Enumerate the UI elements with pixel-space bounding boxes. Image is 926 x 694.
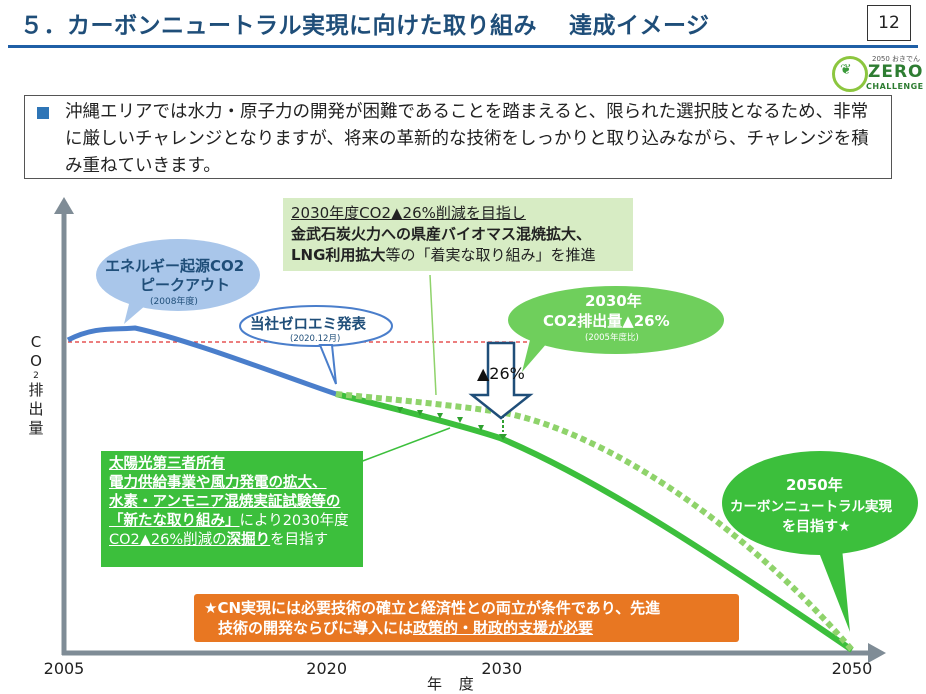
reduction-label: ▲26% <box>477 364 525 383</box>
new-initiatives-box: 太陽光第三者所有 電力供給事業や風力発電の拡大、 水素・アンモニア混焼実証試験等… <box>101 451 363 567</box>
x-tick-label: 2020 <box>306 659 347 678</box>
y-axis-label-char: O <box>30 352 42 370</box>
target-2050-goal: を目指す★ <box>782 519 851 535</box>
x-axis-label: 年 度 <box>427 675 480 693</box>
title-divider <box>8 45 918 48</box>
target-2050-bubble <box>722 451 918 555</box>
page-number: 12 <box>867 5 911 41</box>
zero-emi-date: (2020.12月) <box>290 334 341 344</box>
y-axis-label-char: C <box>30 333 42 351</box>
intro-box: 沖縄エリアでは水力・原子力の開発が困難であることを踏まえると、限られた選択肢とな… <box>24 95 892 179</box>
y-axis-arrow-icon <box>54 197 74 214</box>
box-2030-pointer <box>429 274 437 396</box>
target-2050-year: 2050年 <box>786 476 843 494</box>
zero-challenge-logo: ❦ 2050 おきでん ZERO CHALLENGE <box>830 52 923 96</box>
peak-title: エネルギー起源CO2 <box>105 257 245 275</box>
y-axis-label-char: 2 <box>33 371 39 381</box>
target-2030-text: CO2排出量▲26% <box>543 312 670 330</box>
peak-bubble <box>96 239 260 311</box>
page-title: ５．カーボンニュートラル実現に向けた取り組み 達成イメージ <box>20 13 710 39</box>
y-axis-label-char: 排 <box>28 381 44 399</box>
steady-initiatives-box: 2030年度CO2▲26%削減を目指し 金武石炭火力への県産バイオマス混焼拡大、… <box>283 198 633 271</box>
x-tick-label: 2050 <box>832 659 873 678</box>
y-axis-label-char: 量 <box>28 419 44 437</box>
emission-chart: 2005 2020 2030 2050 <box>44 197 918 678</box>
historical-emission-line <box>66 325 337 397</box>
y-axis-label-char: 出 <box>28 400 44 418</box>
target-2050-text: カーボンニュートラル実現 <box>730 499 892 515</box>
target-2030-bubble <box>508 286 724 354</box>
x-axis-arrow-icon <box>868 643 886 663</box>
leaf-icon: ❦ <box>840 62 852 78</box>
target-2030-basis: (2005年度比) <box>585 333 639 343</box>
peak-year: (2008年度) <box>150 297 198 307</box>
deepening-arrows <box>397 407 507 440</box>
bulb-icon <box>832 56 868 92</box>
cn-condition-box: ★CN実現には必要技術の確立と経済性との両立が条件であり、先進 技術の開発ならび… <box>194 594 739 642</box>
steady-initiatives-line <box>335 391 855 652</box>
reduction-arrow-icon <box>468 341 534 420</box>
peak-subtitle: ピークアウト <box>140 276 231 294</box>
x-tick-label: 2005 <box>44 659 85 678</box>
new-initiatives-line <box>335 391 854 653</box>
square-bullet-icon <box>37 107 49 119</box>
zero-emi-bubble <box>239 305 393 347</box>
intro-text: 沖縄エリアでは水力・原子力の開発が困難であることを踏まえると、限られた選択肢とな… <box>65 102 869 176</box>
x-tick-label: 2030 <box>481 659 522 678</box>
zero-emi-title: 当社ゼロエミ発表 <box>250 317 366 333</box>
target-2030-year: 2030年 <box>585 292 642 310</box>
box-new-pointer <box>359 427 451 463</box>
